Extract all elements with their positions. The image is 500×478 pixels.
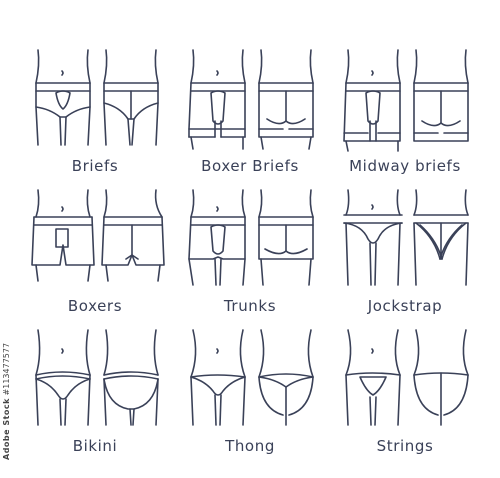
- trunks-illustration: [188, 189, 314, 286]
- style-label: Midway briefs: [349, 157, 461, 175]
- style-label: Boxer Briefs: [201, 157, 299, 175]
- briefs-illustration: [35, 49, 159, 146]
- thong-illustration: [190, 329, 314, 426]
- style-label: Jockstrap: [367, 297, 443, 315]
- style-label: Trunks: [223, 297, 277, 315]
- style-cell-thong: Thong: [175, 325, 325, 465]
- style-label: Thong: [225, 437, 275, 455]
- style-cell-boxer-briefs: Boxer Briefs: [175, 45, 325, 185]
- style-cell-briefs: Briefs: [20, 45, 170, 185]
- style-cell-boxers: Boxers: [20, 185, 170, 325]
- style-cell-midway-briefs: Midway briefs: [330, 45, 480, 185]
- bikini-illustration: [35, 329, 159, 426]
- stock-id: #113477577: [2, 342, 11, 396]
- style-cell-trunks: Trunks: [175, 185, 325, 325]
- style-label: Bikini: [72, 437, 118, 455]
- jockstrap-illustration: [343, 189, 469, 286]
- stock-watermark: Adobe Stock #113477577: [2, 340, 14, 460]
- style-label: Boxers: [67, 297, 123, 315]
- stock-brand: Adobe Stock: [2, 398, 11, 460]
- style-label: Strings: [376, 437, 434, 455]
- style-cell-jockstrap: Jockstrap: [330, 185, 480, 325]
- strings-illustration: [345, 329, 469, 426]
- boxer-briefs-illustration: [188, 49, 314, 150]
- midway-briefs-illustration: [343, 49, 469, 152]
- style-cell-strings: Strings: [330, 325, 480, 465]
- style-cell-bikini: Bikini: [20, 325, 170, 465]
- boxers-illustration: [31, 189, 165, 282]
- style-label: Briefs: [71, 157, 119, 175]
